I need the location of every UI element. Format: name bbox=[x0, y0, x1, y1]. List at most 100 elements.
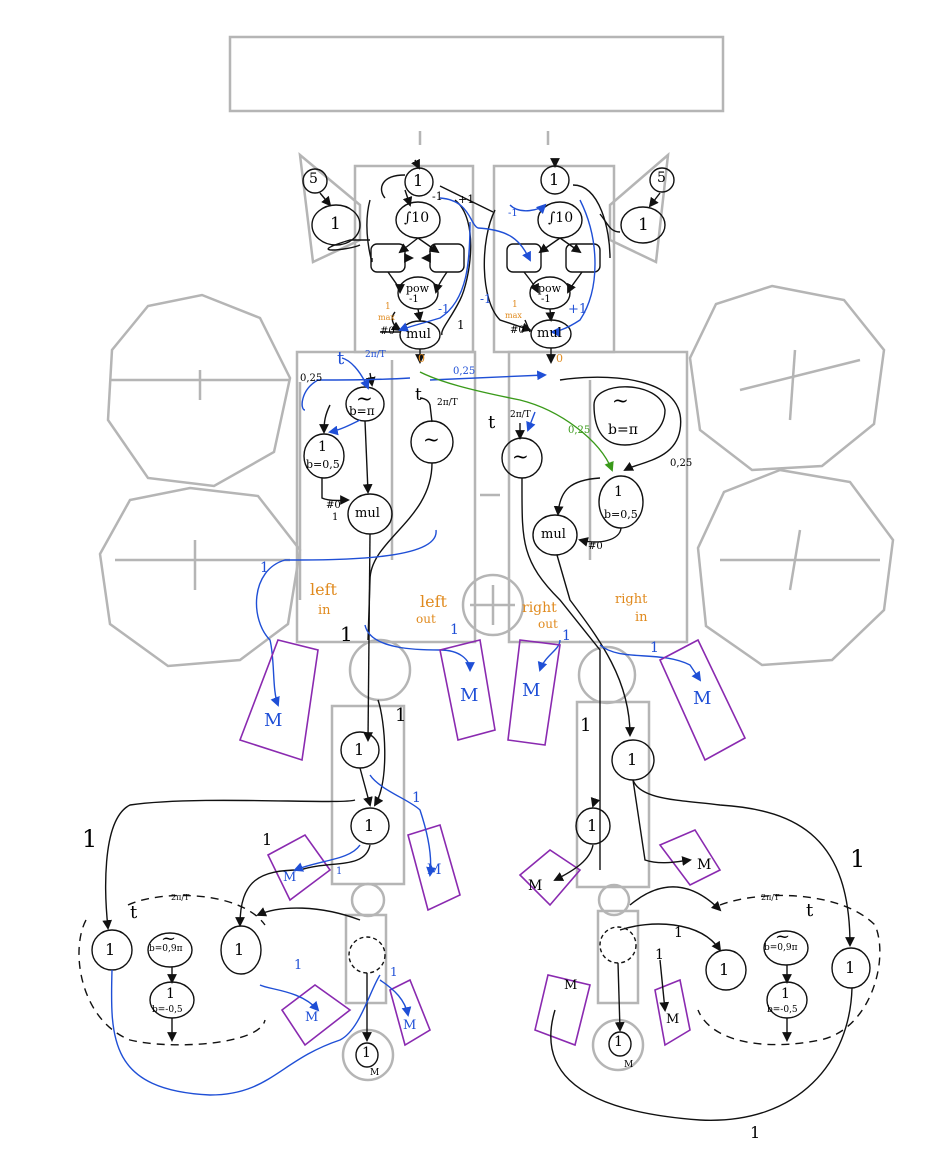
blue-weight-1-h: 1 bbox=[390, 965, 398, 979]
node-1-leg-right-a: 1 bbox=[627, 750, 637, 769]
v025-blue: 0,25 bbox=[453, 366, 475, 377]
v025-left: 0,25 bbox=[300, 373, 322, 384]
frac-den-right: max bbox=[505, 311, 522, 320]
label-right-in-2: in bbox=[635, 610, 648, 625]
node-1-right-ear: 1 bbox=[638, 215, 649, 235]
v025-green: 0,25 bbox=[568, 425, 590, 436]
weight-1-d: 1 bbox=[262, 830, 272, 849]
sine-b-pi-right: ~ bbox=[612, 388, 629, 412]
time-t-center: t bbox=[415, 385, 422, 405]
sine-left-out: ~ bbox=[423, 427, 440, 451]
hash0-left: #0 bbox=[380, 326, 395, 337]
node-1-top-left: 1 bbox=[413, 171, 423, 190]
node-1-right-hip: 1 bbox=[719, 960, 729, 979]
hash0-mid-left: #0 bbox=[326, 500, 341, 511]
node-1-top-right: 1 bbox=[549, 170, 559, 189]
frac-den-left: max bbox=[378, 313, 395, 322]
frac-num-left: 1 bbox=[385, 302, 391, 312]
motor-M-foot-right: M bbox=[624, 1060, 633, 1070]
b-half-left: b=0,5 bbox=[306, 458, 340, 471]
blue-weight-1-e: 1 bbox=[412, 790, 421, 806]
motor-M-right-in: M bbox=[693, 688, 711, 709]
b-pi-label: b=π bbox=[349, 404, 375, 418]
label-left-in-1: left bbox=[310, 580, 337, 599]
minus1-right: -1 bbox=[508, 208, 518, 219]
node-1-b-half-left: 1 bbox=[318, 439, 327, 455]
two-pi-T-center: 2π/T bbox=[437, 398, 458, 408]
motor-M-lower-3: M bbox=[528, 878, 542, 894]
frac-num-right: 1 bbox=[512, 300, 518, 310]
motor-M-lower-5: M bbox=[305, 1010, 318, 1025]
two-pi-T-left: 2π/T bbox=[365, 350, 386, 360]
one-mid-left: 1 bbox=[332, 512, 338, 523]
blue-plus1-right: +1 bbox=[568, 302, 587, 317]
node-1-leg-right-b: 1 bbox=[587, 816, 597, 835]
integrator-right: ∫10 bbox=[548, 210, 573, 226]
label-right-out-1: right bbox=[522, 600, 557, 616]
motor-M-lower-1: M bbox=[283, 870, 296, 885]
motor-M-foot-left: M bbox=[370, 1068, 379, 1078]
motor-M-lower-8: M bbox=[666, 1012, 679, 1027]
blue-weight-1-f: 1 bbox=[336, 866, 342, 877]
motor-M-right-out: M bbox=[522, 680, 540, 701]
bm05-left: b=-0,5 bbox=[152, 1005, 183, 1015]
two-pi-T-right: 2π/T bbox=[510, 410, 531, 420]
blue-minus1-right: -1 bbox=[480, 292, 492, 306]
weight-1-e: 1 bbox=[674, 925, 683, 941]
node-1-far-left: 1 bbox=[105, 940, 115, 959]
weight-1-a: 1 bbox=[340, 622, 353, 646]
blue-weight-1-a: 1 bbox=[260, 560, 269, 576]
motor-M-left-in: M bbox=[264, 710, 282, 731]
integrator-left: ∫10 bbox=[404, 210, 429, 226]
blue-weight-1-c: 1 bbox=[562, 628, 571, 644]
motor-M-lower-4: M bbox=[697, 857, 711, 873]
mul-mid-left: mul bbox=[355, 506, 380, 521]
node-1-b-half-right: 1 bbox=[614, 484, 623, 500]
hash0-right: #0 bbox=[510, 325, 525, 336]
time-t-lower-right: t bbox=[806, 900, 813, 921]
motor-M-left-out: M bbox=[460, 685, 478, 706]
blue-weight-1-d: 1 bbox=[650, 640, 659, 656]
motor-M-lower-7: M bbox=[564, 978, 577, 993]
label-left-out-2: out bbox=[416, 612, 436, 626]
blue-minus1-left: -1 bbox=[438, 302, 450, 316]
motor-M-lower-6: M bbox=[403, 1018, 416, 1033]
label-left-out-1: left bbox=[420, 592, 447, 611]
node-5-left: 5 bbox=[309, 171, 318, 187]
label-right-out-2: out bbox=[538, 617, 558, 631]
weight-1-b: 1 bbox=[395, 705, 406, 726]
time-t-lower-left: t bbox=[130, 902, 137, 923]
two-pi-T-lower-left: 2π/T bbox=[171, 893, 189, 902]
blue-weight-1-b: 1 bbox=[450, 622, 459, 638]
node-1-left-hip: 1 bbox=[234, 940, 244, 959]
node-1-lower-right: 1 bbox=[781, 986, 790, 1002]
time-t-right: t bbox=[488, 412, 495, 433]
node-1-left-ear: 1 bbox=[330, 214, 341, 234]
v025-right: 0,25 bbox=[670, 458, 692, 469]
label-right-in-1: right bbox=[615, 592, 647, 607]
blue-weight-1-g: 1 bbox=[294, 958, 302, 973]
node-5-right: 5 bbox=[657, 170, 666, 186]
mul-mid-right: mul bbox=[541, 527, 566, 542]
node-1-leg-left-b: 1 bbox=[364, 816, 374, 835]
b09-right: b=0,9π bbox=[764, 943, 798, 953]
out-zero-left: 0 bbox=[418, 352, 425, 365]
node-1-far-right: 1 bbox=[845, 958, 855, 977]
b-pi-right: b=π bbox=[608, 422, 638, 438]
mul-top-right: mul bbox=[537, 326, 562, 341]
out-zero-right: 0 bbox=[556, 352, 563, 365]
bm05-right: b=-0,5 bbox=[767, 1005, 798, 1015]
motor-M-lower-2: M bbox=[427, 862, 441, 878]
weight-1-far-right: 1 bbox=[850, 845, 865, 873]
two-pi-T-lower-right: 2π/T bbox=[761, 893, 779, 902]
sine-right-out: ~ bbox=[512, 444, 529, 468]
weight-1-far-left: 1 bbox=[82, 825, 97, 853]
plus1-left: +1 bbox=[458, 193, 474, 206]
weight-1-bottom: 1 bbox=[750, 1123, 760, 1142]
pow-arg-left: -1 bbox=[409, 294, 419, 305]
node-1-foot-left: 1 bbox=[362, 1045, 371, 1061]
minus1-left: -1 bbox=[432, 190, 443, 203]
pow-arg-right: -1 bbox=[541, 294, 551, 305]
node-1-foot-right: 1 bbox=[614, 1034, 623, 1050]
